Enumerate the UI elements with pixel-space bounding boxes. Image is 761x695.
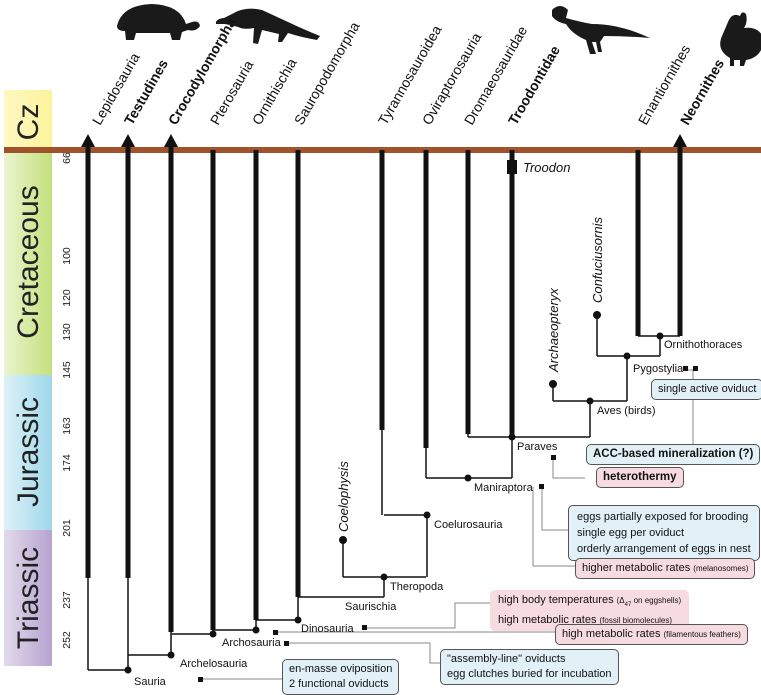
- arrow-icon: [673, 134, 687, 147]
- node-dots: [124, 160, 664, 674]
- fossil-label-archaeopteryx: Archaeopteryx: [546, 288, 561, 373]
- node-label-paraves: Paraves: [517, 441, 558, 453]
- timescale-bar: Cz Cretaceous Jurassic Triassic: [4, 90, 52, 666]
- arrow-icon: [121, 134, 135, 147]
- turtle-silhouette: [117, 4, 200, 40]
- arrow-icon: [81, 134, 95, 147]
- period-label-cretaceous: Cretaceous: [12, 185, 45, 338]
- extant-arrows: [81, 134, 687, 147]
- age-label: 66: [61, 152, 73, 164]
- age-labels: 66 100 120 130 145 163 174 201 237 252: [61, 152, 73, 649]
- age-label: 252: [61, 631, 73, 649]
- node-label-theropoda: Theropoda: [390, 581, 444, 593]
- annotation-connectors: [203, 369, 694, 680]
- age-label: 174: [61, 454, 73, 472]
- node-label-saurischia: Saurischia: [345, 601, 397, 613]
- node-label-ornithothoraces: Ornithothoraces: [664, 339, 743, 351]
- node-label-coelurosauria: Coelurosauria: [434, 519, 503, 531]
- period-cretaceous: [4, 150, 52, 375]
- node-label-sauria: Sauria: [134, 676, 167, 688]
- node-labels: Sauria Archelosauria Archosauria Dinosau…: [134, 339, 743, 688]
- node-label-pygostylia: Pygostylia: [633, 363, 684, 375]
- period-label-cz: Cz: [12, 104, 45, 141]
- melanosomes-box: higher metabolic rates (melanosomes): [575, 558, 756, 579]
- node-label-dinosauria: Dinosauria: [301, 623, 354, 635]
- age-label: 120: [61, 289, 73, 307]
- node-label-archosauria: Archosauria: [222, 637, 282, 649]
- fossil-label-coelophysis: Coelophysis: [336, 461, 351, 532]
- chicken-silhouette: [720, 12, 761, 66]
- period-jurassic: [4, 375, 52, 530]
- troodontid-silhouette: [552, 6, 650, 54]
- character-markers: [198, 366, 698, 682]
- branches: [85, 146, 683, 671]
- heterothermy-box: heterothermy: [596, 467, 684, 488]
- age-label: 130: [61, 323, 73, 341]
- single-oviduct-box: single active oviduct: [651, 379, 761, 400]
- node-label-maniraptora: Maniraptora: [474, 482, 534, 494]
- age-label: 100: [61, 247, 73, 265]
- taxon-label: Pterosauria: [207, 57, 257, 127]
- arrow-icon: [164, 134, 178, 147]
- period-label-jurassic: Jurassic: [12, 397, 45, 507]
- assembly-line-box: "assembly-line" oviducts egg clutches bu…: [440, 649, 619, 685]
- crocodile-silhouette: [215, 8, 320, 45]
- period-cz: [4, 90, 52, 150]
- node-label-aves: Aves (birds): [597, 405, 655, 417]
- fossil-label-troodon: Troodon: [523, 160, 570, 175]
- acc-mineralization-box: ACC-based mineralization (?): [586, 444, 761, 465]
- period-triassic: [4, 530, 52, 666]
- age-label: 237: [61, 591, 73, 609]
- age-label: 163: [61, 417, 73, 435]
- age-label: 201: [61, 519, 73, 537]
- age-label: 145: [61, 361, 73, 379]
- node-label-archelosauria: Archelosauria: [180, 658, 248, 670]
- fossil-label-confuciusornis: Confuciusornis: [590, 217, 605, 303]
- filamentous-feathers-box: high metabolic rates (filamentous feathe…: [555, 624, 748, 645]
- eggs-brooding-box: eggs partially exposed for brooding sing…: [568, 505, 760, 561]
- taxon-label: Neornithes: [677, 56, 728, 128]
- period-label-triassic: Triassic: [12, 547, 45, 649]
- en-masse-oviposition-box: en-masse oviposition 2 functional oviduc…: [282, 659, 400, 695]
